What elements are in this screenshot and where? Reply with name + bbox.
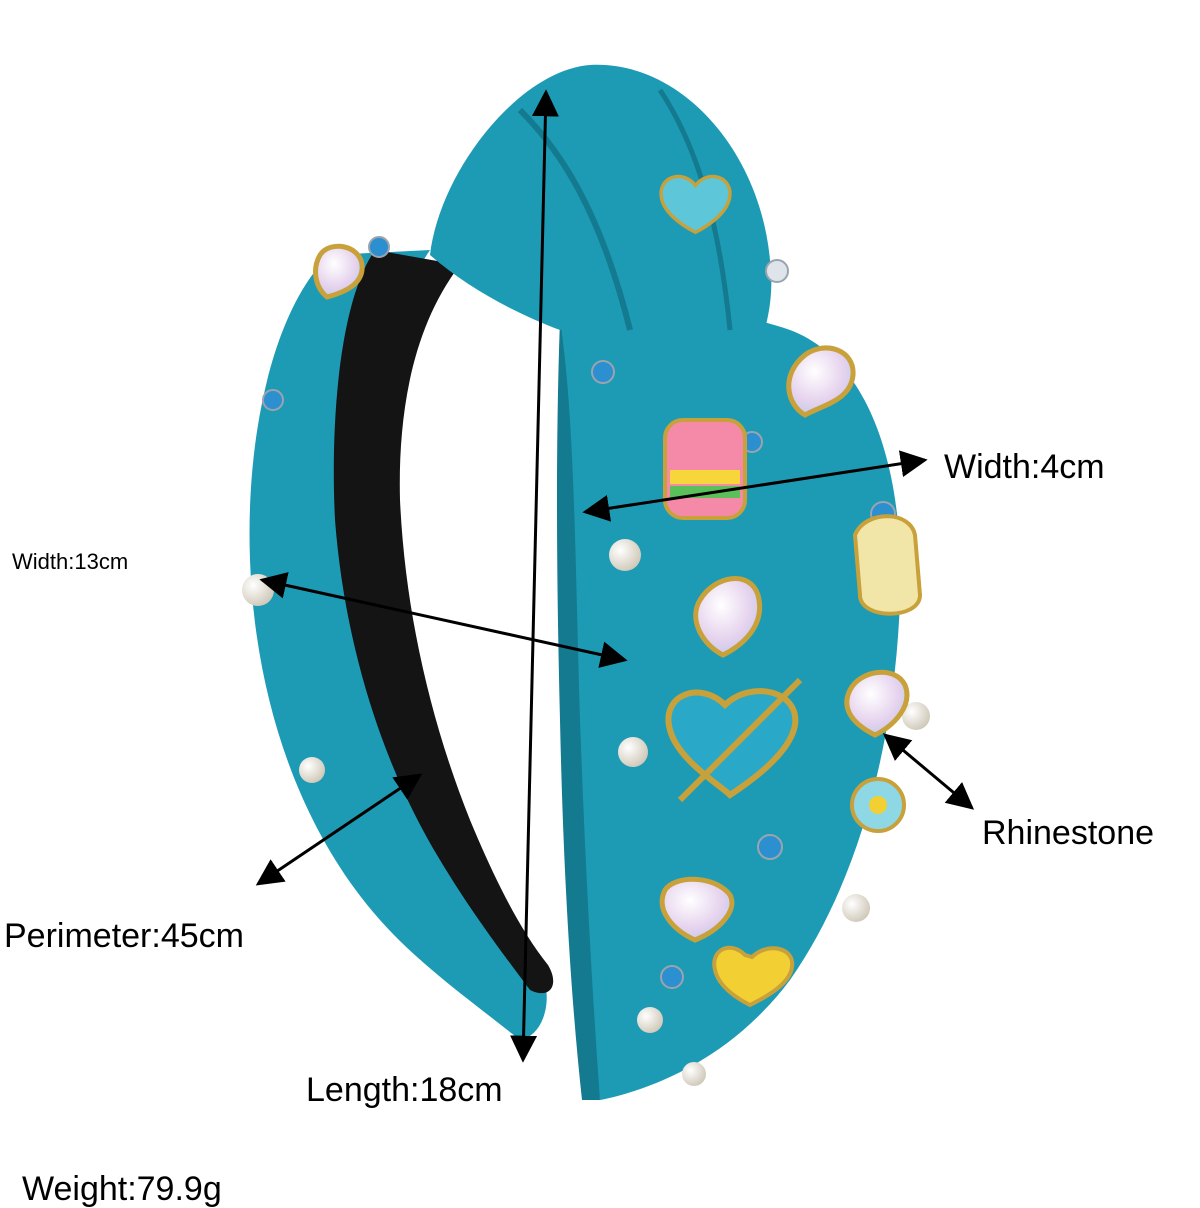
cupcake-charm (852, 514, 923, 616)
pearl (609, 539, 641, 571)
width-4-arrow (582, 450, 928, 522)
crystal-heart (844, 669, 910, 738)
blue-rhinestone (368, 236, 390, 258)
crystal-hearts (313, 243, 910, 943)
rhinestone-arrow (882, 733, 975, 810)
perimeter-arrow (255, 773, 423, 886)
rhinestone-label: Rhinestone (982, 814, 1155, 852)
measurement-arrows (255, 89, 975, 1063)
crystal-heart (786, 345, 856, 418)
blue-heart-charm (659, 174, 732, 235)
headband-lining (333, 250, 554, 994)
perimeter-label: Perimeter:45cm (4, 917, 244, 955)
pearl (299, 757, 325, 783)
length-label: Length:18cm (306, 1071, 503, 1109)
blue-rhinestone (262, 389, 284, 411)
flip-flop-stripe (670, 470, 740, 484)
clear-rhinestone (765, 259, 789, 283)
width-overall-label: Width:13cm (12, 549, 129, 574)
crystal-heart (659, 876, 735, 943)
pearl (682, 1062, 706, 1086)
pearl (618, 737, 648, 767)
pearl (637, 1007, 663, 1033)
weight-label: Weight:79.9g (22, 1170, 222, 1208)
yellow-heart-charm (712, 945, 795, 1008)
width-band-label: Width:4cm (944, 448, 1105, 486)
crystal-heart (313, 243, 365, 300)
arrow-shaft (677, 677, 803, 803)
pearl (842, 894, 870, 922)
blue-rhinestone (591, 360, 615, 384)
crystal-heart (693, 576, 763, 658)
pearl (242, 574, 274, 606)
headband-front-shade (557, 320, 600, 1100)
blue-rhinestone (757, 834, 783, 860)
headband-back-band (249, 250, 547, 1040)
flower-charm-center (869, 796, 887, 814)
width-13-arrow (259, 572, 628, 668)
blue-rhinestone (660, 965, 684, 989)
flip-flop-charm (663, 418, 747, 520)
pearl (902, 702, 930, 730)
